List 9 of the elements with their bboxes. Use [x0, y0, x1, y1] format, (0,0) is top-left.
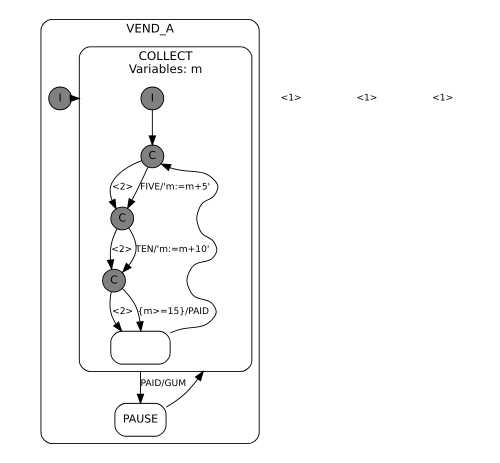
edge-label: {m>=15}/PAID — [137, 306, 209, 317]
edge-label: <2> — [110, 244, 132, 255]
edge-label: <2> — [112, 182, 133, 193]
edge-label: <2> — [112, 306, 133, 317]
edge-label: PAID/GUM — [140, 379, 186, 390]
label: <1> — [280, 94, 302, 104]
label: <1> — [432, 94, 453, 104]
label: <1> — [356, 94, 377, 104]
edge-label: FIVE/'m:=m+5' — [140, 182, 210, 193]
